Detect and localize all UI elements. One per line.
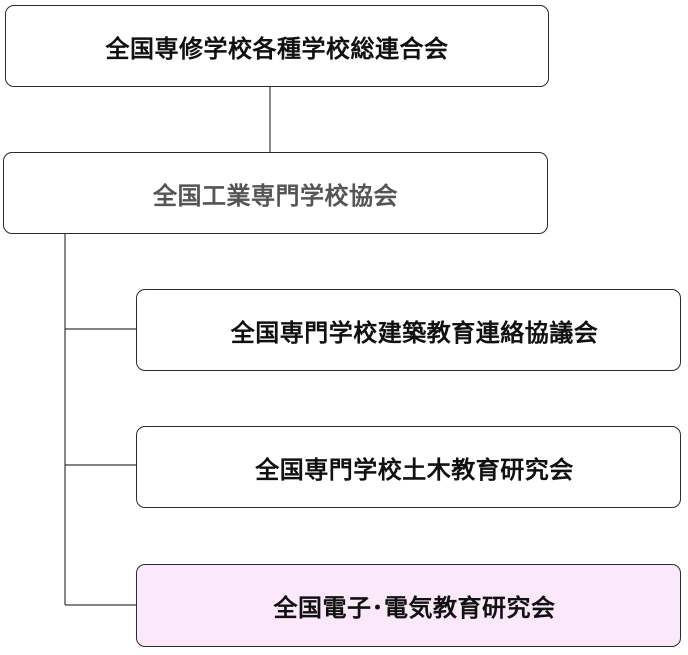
level2-org-box: 全国工業専門学校協会	[3, 152, 548, 234]
child-org-label-architecture: 全国専門学校建築教育連絡協議会	[230, 318, 599, 347]
child-org-label-civil-engineering: 全国専門学校土木教育研究会	[255, 455, 574, 484]
child-org-box-electronics: 全国電子･電気教育研究会	[136, 564, 681, 647]
root-org-label: 全国専修学校各種学校総連合会	[105, 34, 449, 63]
level2-org-label: 全国工業専門学校協会	[153, 181, 398, 210]
child-org-label-electronics: 全国電子･電気教育研究会	[273, 594, 556, 622]
child-org-box-civil-engineering: 全国専門学校土木教育研究会	[136, 426, 681, 508]
child-org-box-architecture: 全国専門学校建築教育連絡協議会	[136, 289, 681, 371]
root-org-box: 全国専修学校各種学校総連合会	[5, 5, 549, 87]
